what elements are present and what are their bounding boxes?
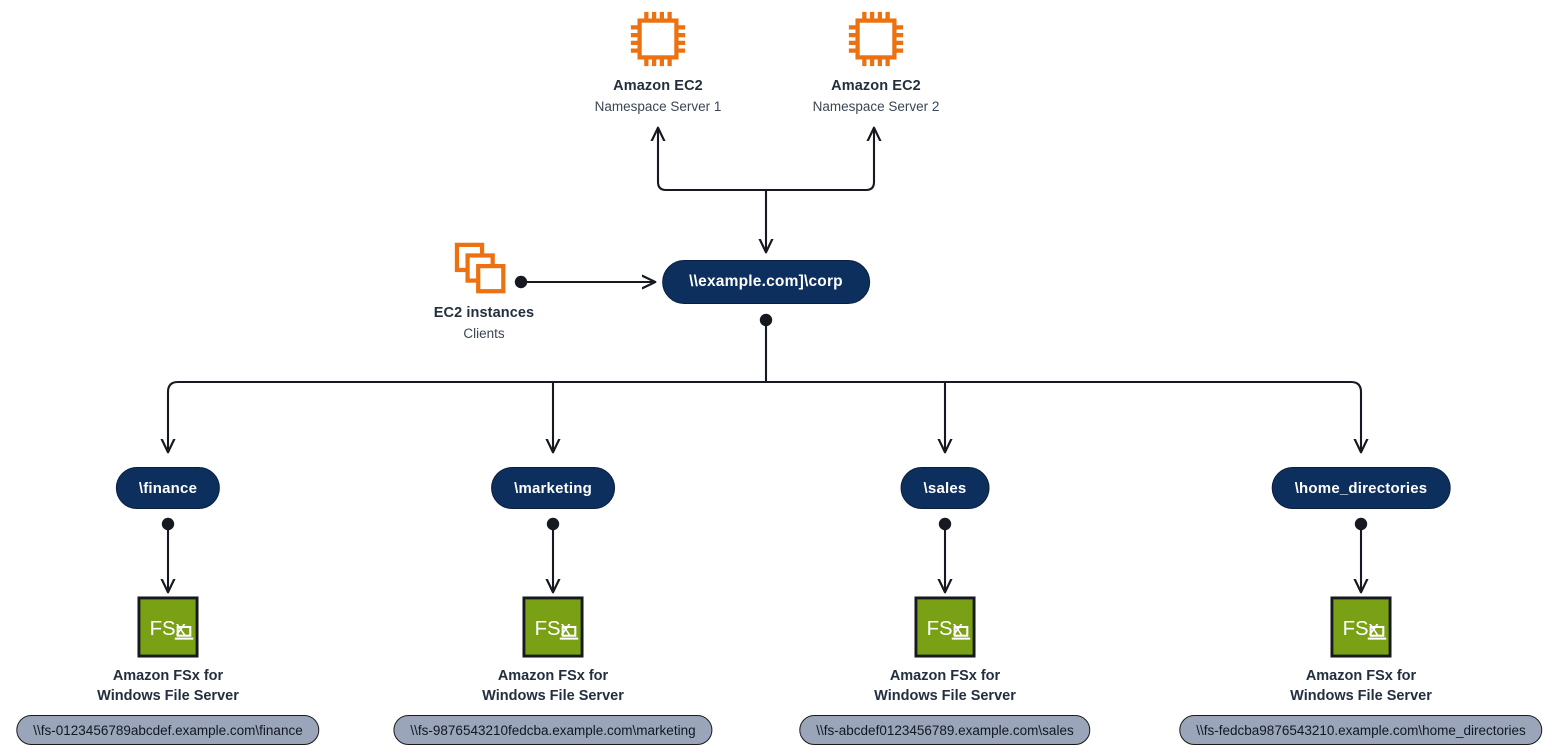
namespace-server-2-title: Amazon EC2: [831, 78, 921, 94]
unc-path-home-directories: \\fs-fedcba9876543210.example.com\home_d…: [1179, 715, 1543, 745]
fsx-service-sales: FSx Amazon FSx for Windows File Server: [795, 596, 1095, 706]
ec2-chip-icon: [848, 11, 904, 67]
connector-source-dot-finance: [161, 517, 175, 531]
namespace-server-1: Amazon EC2 Namespace Server 1: [558, 8, 758, 116]
connector-source-dot-home-directories: [1354, 517, 1368, 531]
fsx-service-label-sales: Amazon FSx for Windows File Server: [874, 668, 1016, 704]
namespace-server-2: Amazon EC2 Namespace Server 2: [776, 8, 976, 116]
ec2-instances-clients: EC2 instances Clients: [384, 241, 584, 343]
share-folder-finance[interactable]: \finance: [115, 467, 221, 509]
fsx-windows-file-server-icon: FSx: [137, 596, 199, 658]
fsx-windows-file-server-icon: FSx: [1330, 596, 1392, 658]
fsx-service-label-home-directories: Amazon FSx for Windows File Server: [1290, 668, 1432, 704]
connector-source-dot-corp: [759, 313, 773, 327]
namespace-server-2-subtitle: Namespace Server 2: [812, 98, 940, 114]
root-namespace-node[interactable]: \\example.com]\corp: [662, 260, 870, 304]
connector-source-dot-sales: [938, 517, 952, 531]
connector-share-bus: [168, 380, 1361, 452]
connector-corp-to-namespace-servers: [658, 128, 874, 192]
unc-path-sales: \\fs-abcdef0123456789.example.com\sales: [799, 715, 1091, 745]
unc-path-marketing: \\fs-9876543210fedcba.example.com\market…: [393, 715, 713, 745]
share-folder-sales[interactable]: \sales: [900, 467, 990, 509]
ec2-chip-icon: [630, 11, 686, 67]
share-folder-marketing[interactable]: \marketing: [491, 467, 615, 509]
connector-source-dot-marketing: [546, 517, 560, 531]
fsx-service-home-directories: FSx Amazon FSx for Windows File Server: [1211, 596, 1511, 706]
namespace-server-1-subtitle: Namespace Server 1: [594, 98, 722, 114]
namespace-server-1-title: Amazon EC2: [613, 78, 703, 94]
share-folder-home-directories[interactable]: \home_directories: [1271, 467, 1451, 509]
ec2-instances-stack-icon: [454, 242, 506, 294]
fsx-service-label-marketing: Amazon FSx for Windows File Server: [482, 668, 624, 704]
fsx-service-label-finance: Amazon FSx for Windows File Server: [97, 668, 239, 704]
fsx-windows-file-server-icon: FSx: [522, 596, 584, 658]
fsx-service-finance: FSx Amazon FSx for Windows File Server: [18, 596, 318, 706]
fsx-windows-file-server-icon: FSx: [914, 596, 976, 658]
unc-path-finance: \\fs-0123456789abcdef.example.com\financ…: [16, 715, 320, 745]
fsx-service-marketing: FSx Amazon FSx for Windows File Server: [403, 596, 703, 706]
ec2-instances-title: EC2 instances: [433, 305, 535, 321]
ec2-instances-subtitle: Clients: [463, 325, 505, 341]
